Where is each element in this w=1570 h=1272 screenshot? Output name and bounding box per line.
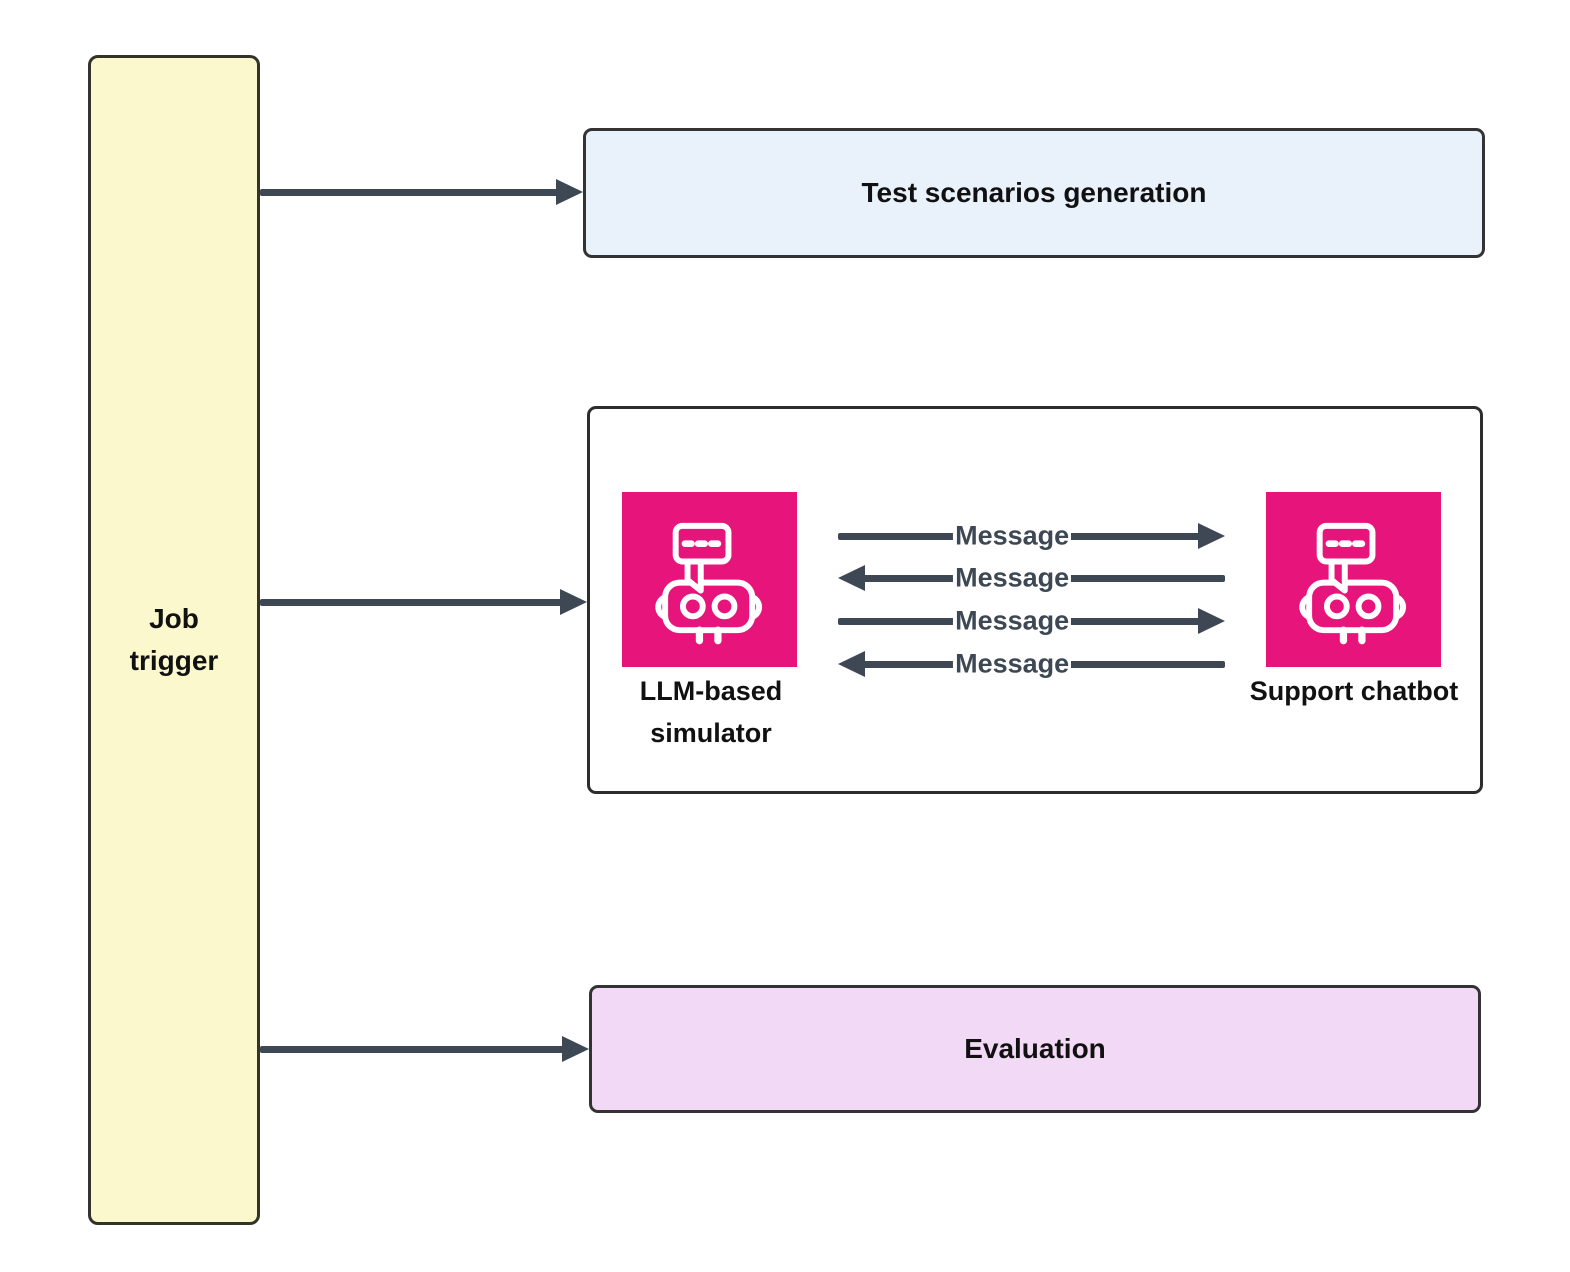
support-chatbot-square <box>1266 492 1441 667</box>
test-scenarios-box: Test scenarios generation <box>583 128 1485 258</box>
message-arrow-left: Message <box>838 562 1225 594</box>
job-trigger-box: Job trigger <box>88 55 260 1225</box>
arrow-job-to-simulation <box>260 588 587 616</box>
arrow-line <box>260 188 559 196</box>
arrowhead-right-icon <box>560 589 587 615</box>
arrowhead-right-icon <box>556 179 583 205</box>
arrow-job-to-evaluation <box>260 1035 589 1063</box>
arrowhead-right-icon <box>562 1036 589 1062</box>
message-arrow-right: Message <box>838 605 1225 637</box>
llm-simulator-square <box>622 492 797 667</box>
llm-simulator-label: LLM-based simulator <box>639 676 783 748</box>
evaluation-box: Evaluation <box>589 985 1481 1113</box>
test-scenarios-label: Test scenarios generation <box>861 177 1207 208</box>
arrowhead-left-icon <box>838 651 865 677</box>
evaluation-label: Evaluation <box>964 1033 1106 1064</box>
message-label: Message <box>953 605 1072 637</box>
arrow-job-to-test-scenarios <box>260 178 583 206</box>
arrow-line <box>260 1045 565 1053</box>
message-label: Message <box>953 562 1072 594</box>
message-arrow-left: Message <box>838 648 1225 680</box>
arrowhead-right-icon <box>1198 523 1225 549</box>
job-trigger-label: Job trigger <box>129 603 219 676</box>
arrowhead-right-icon <box>1198 608 1225 634</box>
chatbot-icon <box>1298 522 1406 644</box>
message-label: Message <box>953 520 1072 552</box>
support-chatbot-label: Support chatbot <box>1249 676 1459 706</box>
arrowhead-left-icon <box>838 565 865 591</box>
arrow-line <box>260 598 563 606</box>
chatbot-icon <box>654 522 762 644</box>
message-label: Message <box>953 648 1072 680</box>
message-arrow-right: Message <box>838 520 1225 552</box>
